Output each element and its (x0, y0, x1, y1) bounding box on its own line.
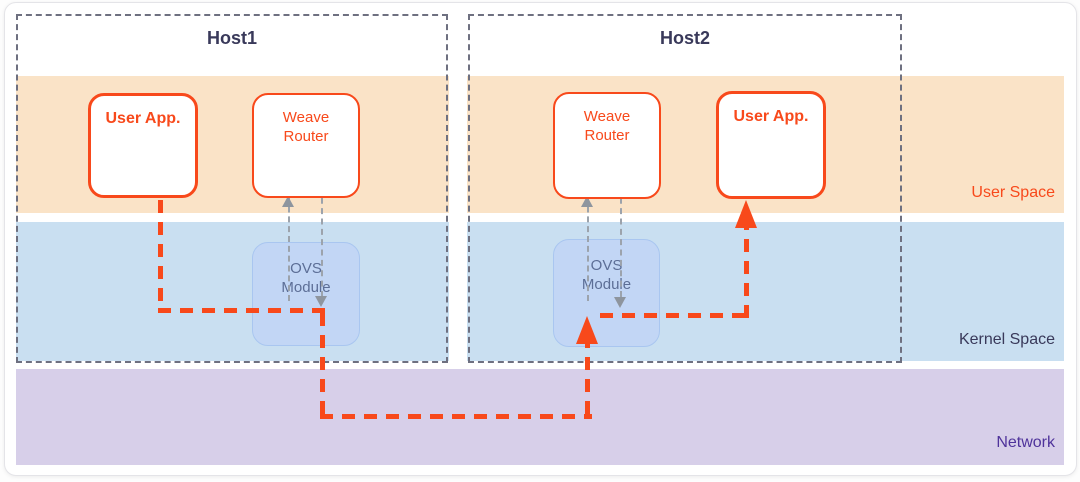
host1-user-app-box: User App. (88, 93, 198, 198)
host2-ovs-to-weave-line (587, 177, 589, 301)
kernel-space-band (16, 222, 1064, 361)
host1-ovs-module-box: OVS Module (252, 242, 360, 346)
host2-weave-to-ovs-line (620, 177, 622, 297)
host1-weave-to-ovs-line (321, 177, 323, 297)
host2-up-arrow-icon (581, 196, 593, 207)
host1-ovs-to-weave-line (288, 177, 290, 301)
host2-weave-router-box: Weave Router (553, 92, 661, 199)
packet-arrow-into-user-app-icon (735, 200, 757, 228)
host2-user-app-box: User App. (716, 91, 826, 199)
host1-down-arrow-icon (315, 296, 327, 307)
host1-container: Host1 (16, 14, 448, 363)
host1-title: Host1 (206, 28, 257, 48)
user-space-label: User Space (971, 184, 1055, 201)
packet-arrow-into-ovs-icon (576, 316, 598, 344)
host2-container: Host2 (468, 14, 902, 363)
packet-path-host1-userapp-down (158, 200, 163, 308)
host2-title: Host2 (659, 28, 710, 48)
packet-path-host1-kernel-horizontal (158, 308, 325, 313)
packet-path-host1-to-network-down (320, 313, 325, 414)
network-label: Network (996, 434, 1055, 451)
packet-path-network-horizontal (320, 414, 592, 419)
host-gap-strip (449, 76, 467, 361)
host2-ovs-module-box: OVS Module (553, 239, 660, 347)
host2-down-arrow-icon (614, 297, 626, 308)
host1-weave-router-box: Weave Router (252, 93, 360, 198)
packet-path-network-to-host2-up (585, 344, 590, 414)
host1-up-arrow-icon (282, 196, 294, 207)
packet-path-host2-to-userapp-up (744, 228, 749, 318)
packet-path-host2-kernel-horizontal (600, 313, 749, 318)
kernel-space-label: Kernel Space (958, 331, 1055, 348)
